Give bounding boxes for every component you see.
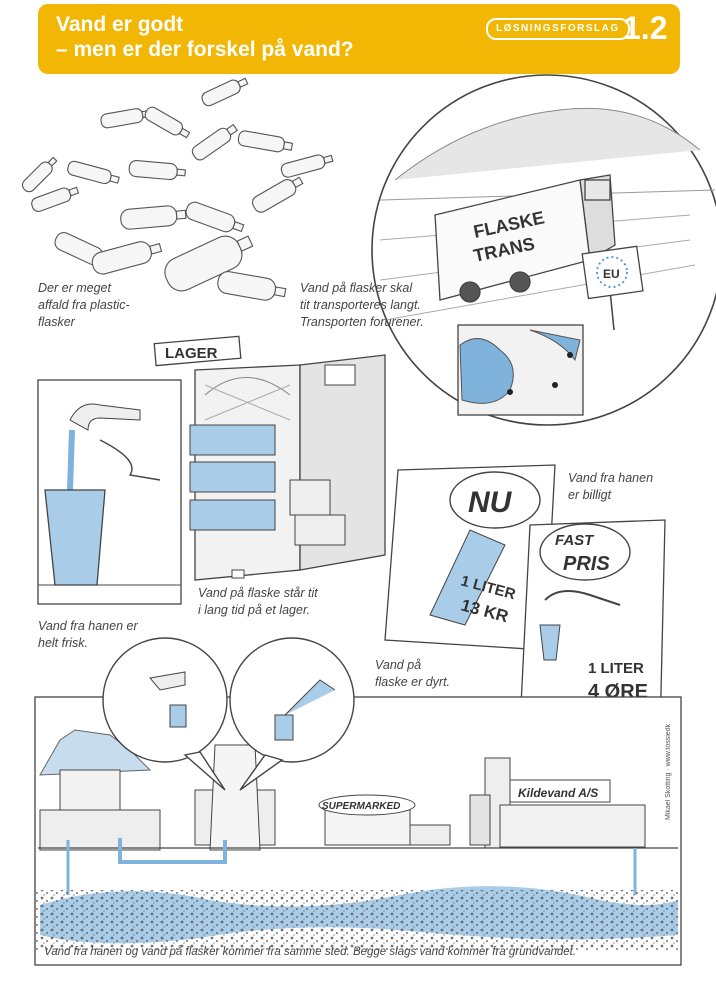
title-line-2: – men er der forskel på vand?: [56, 38, 354, 61]
illustrator-credit: Mikael Skotting · www.tossiedk: [665, 723, 672, 820]
page-title: Vand er godt – men er der forskel på van…: [56, 12, 354, 62]
header-banner: Vand er godt – men er der forskel på van…: [38, 4, 680, 74]
title-line-1: Vand er godt: [56, 13, 184, 36]
transport-scene: FLASKE TRANS EU: [371, 74, 716, 426]
caption-plastic-waste: Der er meget affald fra plastic- flasker: [38, 281, 130, 329]
svg-text:EU: EU: [603, 267, 620, 281]
caption-groundwater: Vand fra hanen og vand på flasker kommer…: [44, 946, 577, 958]
caption-storage: Vand på flaske står tit i lang tid på et…: [198, 586, 318, 617]
svg-text:NU: NU: [468, 486, 513, 519]
tap-glass-panel: [37, 379, 182, 605]
poster-nu: NU 1 LITER 13 KR: [384, 464, 556, 651]
lager-sign: LAGER: [165, 345, 218, 362]
caption-transport: Vand på flasker skal tit transporteres l…: [300, 281, 424, 329]
poster-fast-pris: FAST PRIS 1 LITER 4 ØRE: [519, 519, 666, 736]
truck: [434, 174, 616, 303]
svg-text:FAST: FAST: [555, 532, 595, 549]
solution-badge: LØSNINGSFORSLAG: [486, 18, 630, 40]
caption-bottle-expensive: Vand på flaske er dyrt.: [375, 658, 451, 689]
svg-text:PRIS: PRIS: [563, 553, 610, 575]
svg-text:1 LITER: 1 LITER: [588, 660, 644, 677]
section-number: 1.2: [623, 10, 668, 46]
eu-sign: EU: [581, 245, 644, 331]
plastic-bottle-pile: [21, 77, 334, 301]
caption-tap-fresh: Vand fra hanen er helt frisk.: [38, 619, 138, 650]
map-inset: [457, 324, 584, 416]
caption-tap-cheap: Vand fra hanen er billigt: [568, 471, 654, 502]
speech-bubbles: [102, 637, 355, 791]
warehouse: LAGER: [153, 335, 386, 581]
kildevand-sign: Kildevand A/S: [518, 786, 598, 800]
supermarked-sign: SUPERMARKED: [322, 801, 400, 812]
